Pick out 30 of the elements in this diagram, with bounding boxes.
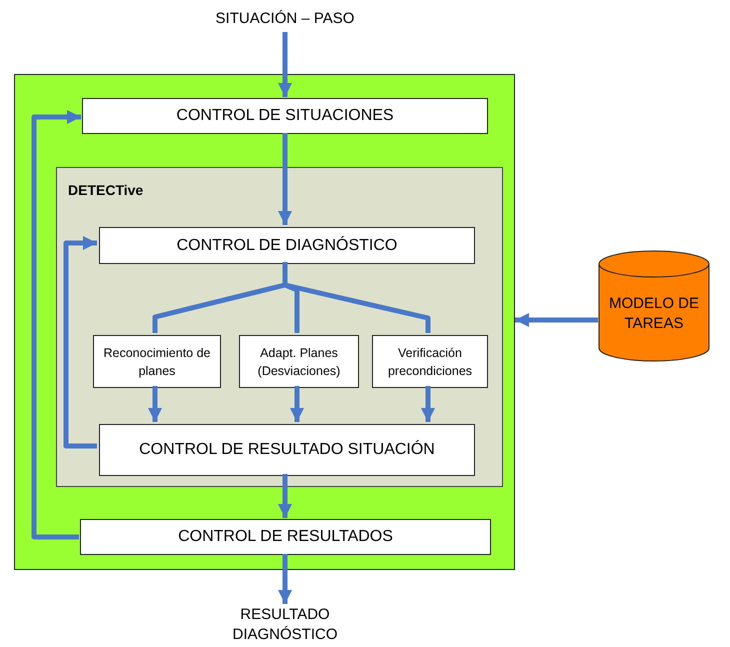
arrow: [515, 313, 598, 327]
box-label: SITUACIÓN – PASO: [216, 9, 354, 29]
box-label: Verificación precondiciones: [386, 344, 474, 380]
box-label: CONTROL DE RESULTADO SITUACIÓN: [139, 439, 435, 460]
arrow: [290, 386, 304, 422]
process-box: [80, 519, 491, 555]
arrow: [278, 554, 292, 604]
process-box: [99, 424, 475, 476]
process-box: [93, 335, 221, 388]
arrow: [278, 32, 292, 97]
box-label: CONTROL DE DIAGNÓSTICO: [176, 235, 398, 256]
module-panel: [56, 167, 503, 487]
process-box: [372, 335, 488, 388]
box-label: Reconocimiento de planes: [102, 344, 212, 380]
arrow: [278, 474, 292, 518]
arrow: [278, 133, 292, 225]
box-label: Adapt. Planes (Desviaciones): [256, 344, 342, 380]
box-label: CONTROL DE SITUACIONES: [176, 106, 394, 126]
panel-heading: DETECTive: [68, 181, 144, 200]
arrow: [421, 386, 435, 422]
process-box: [239, 335, 359, 388]
process-box: [82, 98, 488, 134]
arrow: [64, 236, 97, 448]
process-box: [99, 227, 475, 264]
box-label: MODELO DE TAREAS: [608, 294, 700, 334]
outer-frame: [14, 74, 515, 570]
box-label: RESULTADO DIAGNÓSTICO: [231, 605, 338, 645]
arrow: [148, 386, 162, 422]
box-label: CONTROL DE RESULTADOS: [178, 527, 393, 547]
arrow: [32, 110, 81, 540]
